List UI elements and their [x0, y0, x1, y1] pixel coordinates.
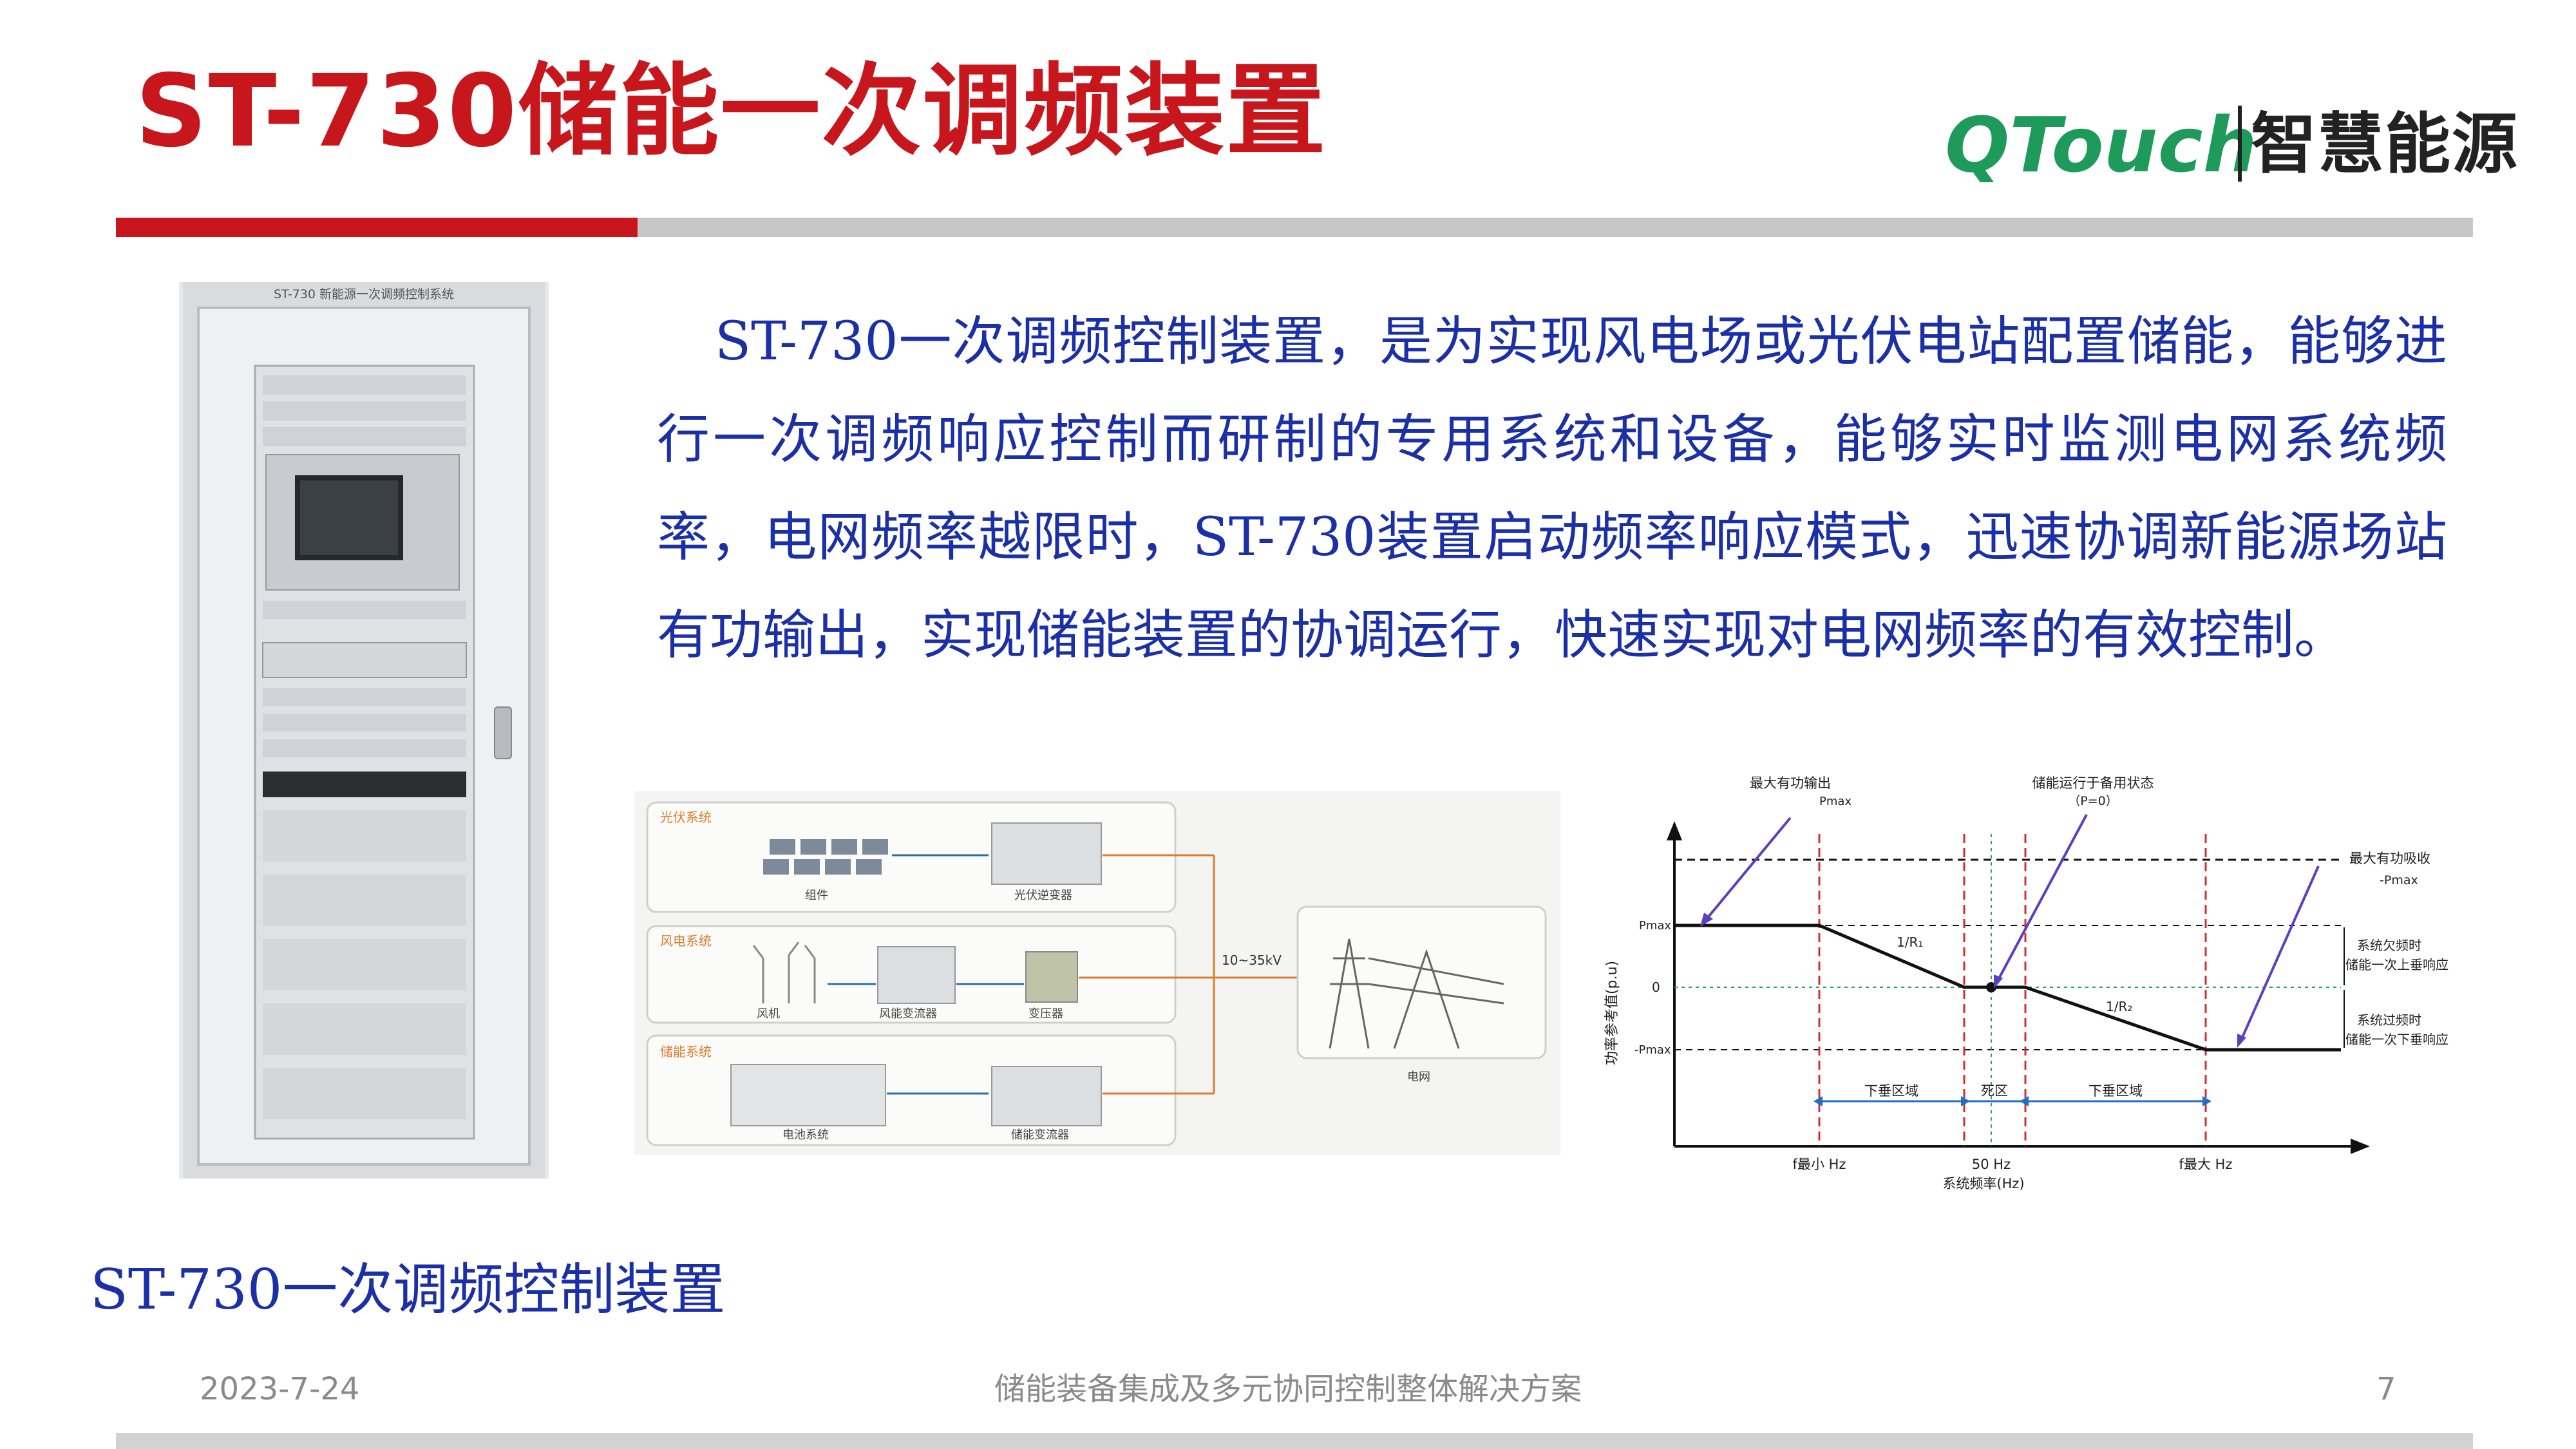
- pv-module-icon: [763, 839, 888, 875]
- svg-text:f最小 Hz: f最小 Hz: [1793, 1157, 1846, 1172]
- storage-converter-icon: [991, 1066, 1102, 1126]
- battery-system-icon: [730, 1064, 886, 1126]
- page-number: 7: [2376, 1371, 2396, 1407]
- svg-text:系统过频时: 系统过频时: [2357, 1012, 2421, 1028]
- transformer-icon: [1025, 951, 1078, 1003]
- svg-text:系统欠频时: 系统欠频时: [2357, 938, 2421, 953]
- footer-title: 储能装备集成及多元协同控制整体解决方案: [994, 1371, 1582, 1407]
- svg-text:下垂区域: 下垂区域: [2088, 1083, 2143, 1099]
- svg-text:储能一次上垂响应: 储能一次上垂响应: [2345, 957, 2448, 972]
- svg-text:死区: 死区: [1981, 1083, 2008, 1099]
- y-axis-label: 功率参考值(p.u): [1604, 961, 1620, 1065]
- header-rule: [638, 218, 2473, 237]
- svg-text:0: 0: [1652, 980, 1660, 995]
- description-paragraph: ST-730一次调频控制装置，是为实现风电场或光伏电站配置储能，能够进行一次调频…: [657, 311, 2447, 666]
- panel-label: ST-730 新能源一次调频控制系统: [274, 287, 454, 301]
- svg-text:-Pmax: -Pmax: [2380, 873, 2418, 887]
- svg-text:风能变流器: 风能变流器: [879, 1007, 937, 1021]
- footer-date: 2023-7-24: [200, 1371, 360, 1407]
- svg-text:风电系统: 风电系统: [660, 933, 712, 949]
- system-diagram: 光伏系统 组件 光伏逆变器 风电系统 风机 风能变流器 变压器 储能系统 电池系…: [634, 791, 1560, 1155]
- logo-divider: [2238, 106, 2242, 182]
- svg-text:f最大 Hz: f最大 Hz: [2179, 1157, 2233, 1172]
- wind-turbine-icon: [752, 942, 816, 1003]
- svg-text:组件: 组件: [805, 889, 828, 902]
- svg-text:储能一次下垂响应: 储能一次下垂响应: [2345, 1032, 2448, 1047]
- svg-text:风机: 风机: [757, 1007, 780, 1021]
- photo-caption: ST-730一次调频控制装置: [90, 1258, 726, 1322]
- pv-inverter-icon: [991, 822, 1102, 885]
- header-rule-accent: [116, 218, 638, 237]
- svg-text:最大有功输出: 最大有功输出: [1750, 775, 1831, 791]
- svg-text:50 Hz: 50 Hz: [1972, 1157, 2011, 1172]
- svg-text:储能运行于备用状态: 储能运行于备用状态: [2032, 775, 2154, 791]
- svg-text:下垂区域: 下垂区域: [1864, 1083, 1918, 1099]
- door-handle: [494, 706, 512, 759]
- svg-text:1/R₁: 1/R₁: [1897, 934, 1923, 950]
- svg-text:光伏系统: 光伏系统: [660, 810, 712, 825]
- footer-rule: [116, 1433, 2473, 1449]
- svg-text:储能变流器: 储能变流器: [1011, 1128, 1069, 1142]
- svg-text:Pmax: Pmax: [1819, 795, 1852, 808]
- logo-tagline: 智慧能源: [2251, 106, 2519, 183]
- svg-text:电网: 电网: [1407, 1070, 1430, 1084]
- company-logo: QTouch 智慧能源: [1945, 97, 2517, 193]
- svg-text:（P=0）: （P=0）: [2068, 794, 2117, 808]
- slide-title: ST-730储能一次调频装置: [135, 53, 1327, 169]
- grid-section: [1296, 905, 1547, 1059]
- logo-brand: QTouch: [1945, 100, 2257, 189]
- svg-text:变压器: 变压器: [1028, 1007, 1063, 1021]
- svg-text:-Pmax: -Pmax: [1634, 1043, 1671, 1057]
- svg-text:10~35kV: 10~35kV: [1222, 952, 1282, 968]
- svg-text:1/R₂: 1/R₂: [2106, 999, 2132, 1014]
- wind-converter-icon: [877, 946, 956, 1004]
- svg-text:最大有功吸收: 最大有功吸收: [2349, 851, 2430, 866]
- x-axis-label: 系统频率(Hz): [1942, 1176, 2024, 1191]
- svg-text:Pmax: Pmax: [1639, 919, 1671, 933]
- svg-text:电池系统: 电池系统: [782, 1128, 829, 1142]
- grid-tower-icon: [1329, 938, 1504, 1049]
- svg-text:储能系统: 储能系统: [660, 1044, 712, 1059]
- frequency-response-diagram: 最大有功输出 Pmax 储能运行于备用状态 （P=0） 最大有功吸收 -Pmax…: [1597, 770, 2486, 1195]
- svg-text:光伏逆变器: 光伏逆变器: [1014, 889, 1072, 902]
- cabinet-photo: ST-730 新能源一次调频控制系统: [179, 282, 549, 1179]
